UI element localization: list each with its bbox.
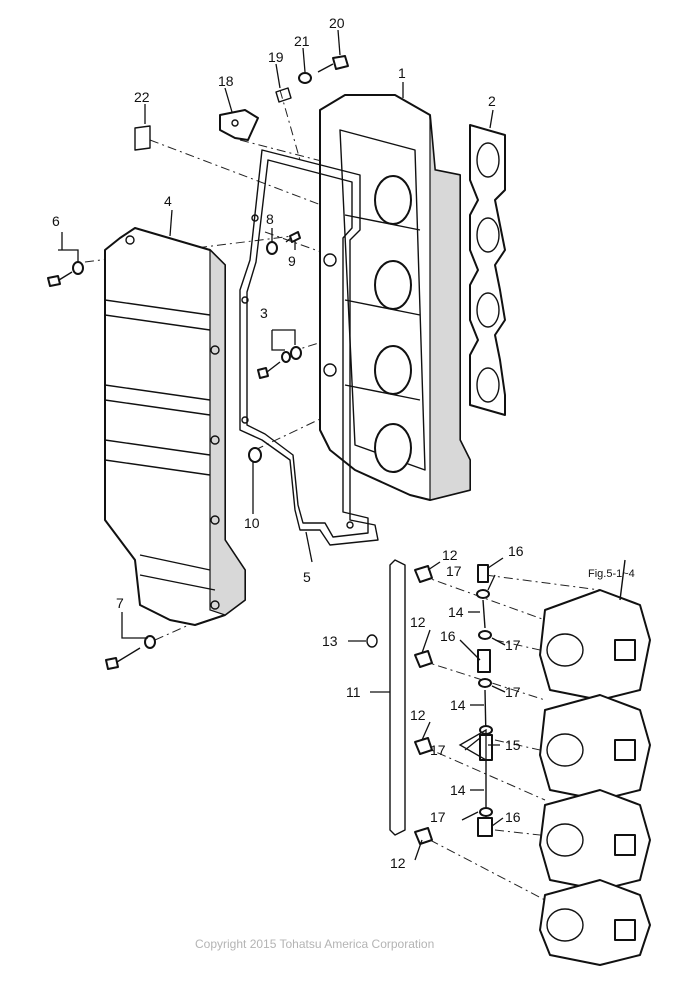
callout-14c: 14: [450, 782, 466, 798]
part-18-bracket: [219, 109, 259, 141]
callout-8: 8: [266, 211, 274, 227]
callout-11: 11: [346, 684, 361, 700]
callout-16a: 16: [508, 543, 524, 559]
callout-19: 19: [268, 49, 284, 65]
callout-16c: 16: [505, 809, 521, 825]
callout-17b: 17: [505, 637, 521, 653]
part-5-cover-gasket: [239, 149, 379, 546]
part-7-bolt-washer: [105, 635, 156, 670]
callout-21: 21: [294, 33, 310, 49]
part-20-bolt: [317, 55, 349, 73]
copyright-notice: Copyright 2015 Tohatsu America Corporati…: [195, 937, 434, 951]
callout-17e: 17: [430, 809, 446, 825]
callout-12b: 12: [410, 614, 426, 630]
callout-6: 6: [52, 213, 60, 229]
callout-5: 5: [303, 569, 311, 585]
part-12-unions: [414, 565, 433, 845]
part-4-cover: [104, 227, 246, 626]
callout-3: 3: [260, 305, 268, 321]
callout-10: 10: [244, 515, 260, 531]
callout-2: 2: [488, 93, 496, 109]
callout-17c: 17: [505, 684, 521, 700]
callout-labels: 1 2 3 4 5 6 7 8 9 10 11 12 12 12 12 13 1…: [52, 15, 635, 951]
part-8-nut: [266, 241, 278, 255]
part-21-washer: [298, 72, 312, 84]
callout-22: 22: [134, 89, 150, 105]
part-2-exhaust-gasket: [469, 124, 506, 416]
part-6-bolt-washer: [47, 261, 84, 287]
part-16-ball-ends: [477, 564, 493, 837]
callout-15: 15: [505, 737, 521, 753]
callout-20: 20: [329, 15, 345, 31]
leader-lines: [58, 29, 506, 861]
callout-12c: 12: [410, 707, 426, 723]
callout-4: 4: [164, 193, 172, 209]
part-10-grommet: [248, 447, 262, 463]
callout-14a: 14: [448, 604, 464, 620]
part-3-bolt-washer: [257, 346, 302, 379]
part-19-washer: [275, 87, 292, 103]
part-1-intake-manifold: [319, 94, 471, 501]
part-13-o-ring: [366, 634, 378, 648]
callout-12d: 12: [390, 855, 406, 871]
callout-7: 7: [116, 595, 124, 611]
callout-13: 13: [322, 633, 338, 649]
callout-14b: 14: [450, 697, 466, 713]
callout-17d: 17: [430, 742, 446, 758]
callout-18: 18: [218, 73, 234, 89]
callout-12a: 12: [442, 547, 458, 563]
part-11-fuel-pipe: [389, 559, 406, 836]
callout-1: 1: [398, 65, 406, 81]
part-9-stud: [285, 231, 301, 243]
carburetor-stack: [539, 559, 651, 966]
part-22-plate: [134, 125, 151, 151]
figure-reference: Fig.5-1~4: [588, 568, 635, 580]
callout-9: 9: [288, 253, 296, 269]
callout-16b: 16: [440, 628, 456, 644]
callout-17a: 17: [446, 563, 462, 579]
